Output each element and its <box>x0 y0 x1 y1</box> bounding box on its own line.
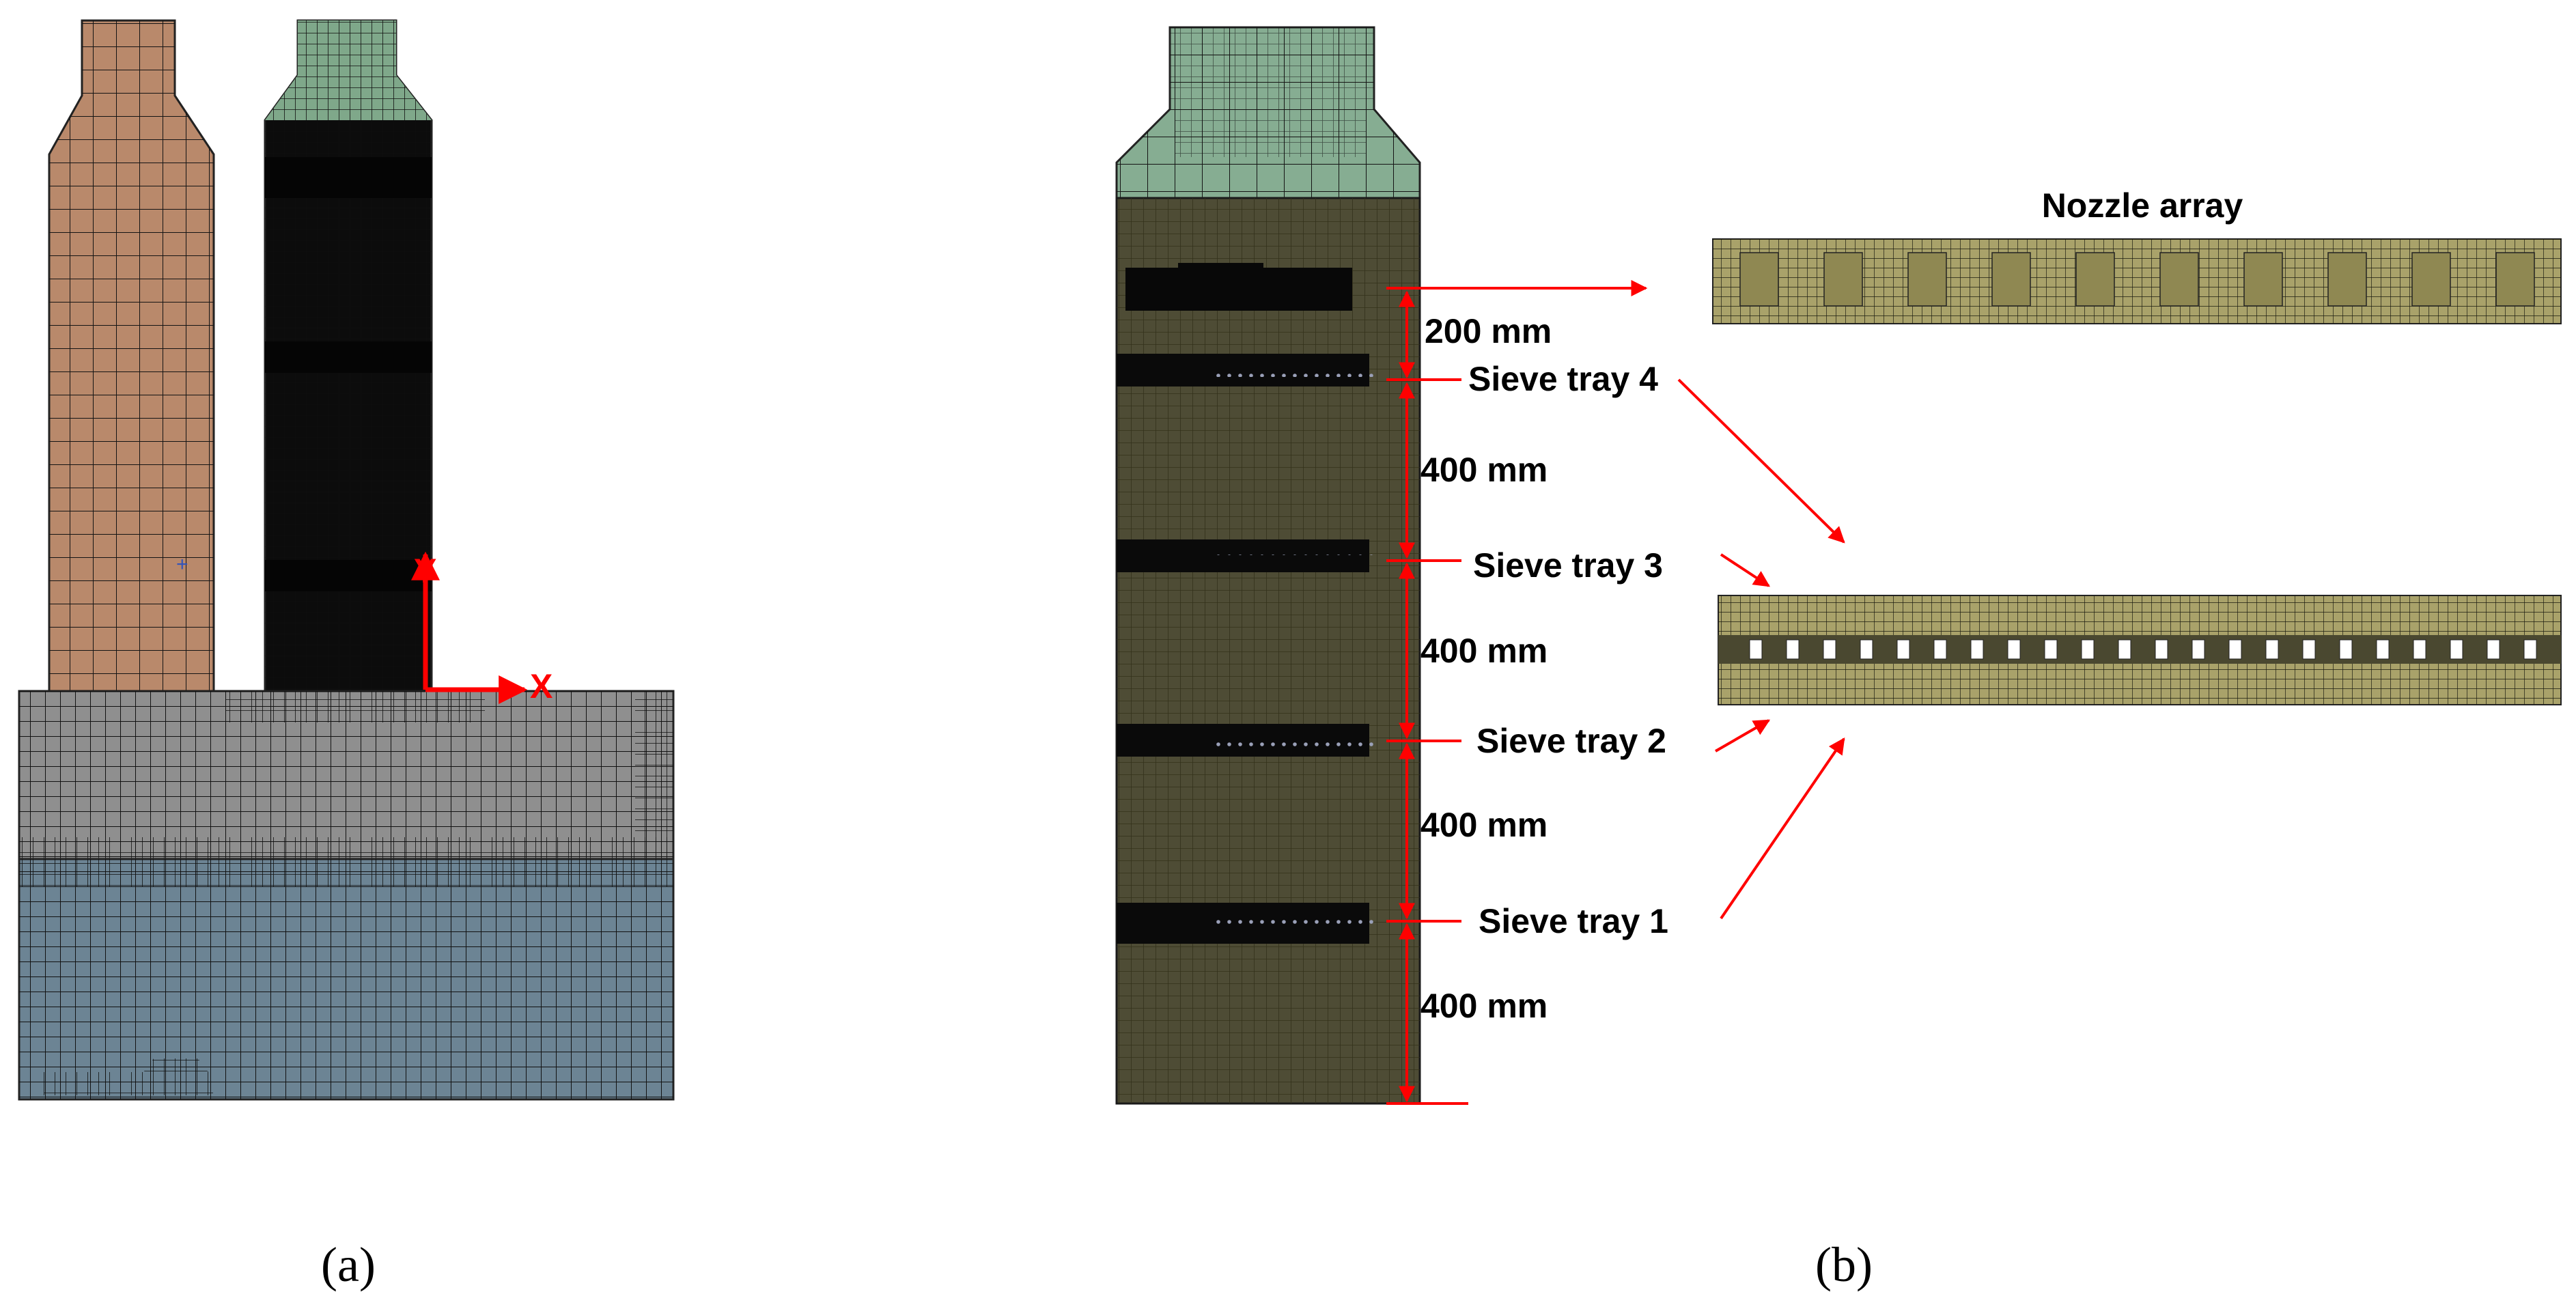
tray-label: Sieve tray 2 <box>1476 722 1666 760</box>
spacing-label: 400 mm <box>1420 987 1548 1025</box>
spacing-labels: 200 mm 400 mm 400 mm 400 mm 400 mm <box>1420 312 1552 1025</box>
sieve-hole <box>1970 639 1984 660</box>
tray-label: Sieve tray 3 <box>1473 546 1663 585</box>
spacing-label: 400 mm <box>1420 806 1548 844</box>
mesh-origin-marker: + <box>176 553 188 576</box>
nozzle-array-title: Nozzle array <box>2042 186 2243 225</box>
sieve-hole <box>1933 639 1947 660</box>
sieve-hole <box>2339 639 2353 660</box>
sieve-tray-detail <box>1718 595 2562 705</box>
sieve-hole <box>2044 639 2058 660</box>
dimension-lines <box>1386 280 1648 1105</box>
caption-b: (b) <box>1815 1237 1873 1292</box>
sieve-hole <box>2007 639 2021 660</box>
sieve-hole <box>2450 639 2463 660</box>
spacing-label: 400 mm <box>1420 632 1548 670</box>
upper-box <box>18 690 675 860</box>
sieve-hole <box>2228 639 2242 660</box>
tray-label: Sieve tray 1 <box>1479 902 1668 940</box>
sieve-hole <box>1786 639 1800 660</box>
right-column <box>264 19 433 692</box>
sieve-hole <box>2487 639 2500 660</box>
sieve-hole <box>2155 639 2168 660</box>
sieve-hole <box>2523 639 2537 660</box>
left-column: + <box>48 19 215 692</box>
sieve-hole <box>2081 639 2095 660</box>
axis-y-label: Y <box>414 552 436 590</box>
sieve-hole <box>2413 639 2426 660</box>
sieve-hole <box>2192 639 2205 660</box>
sieve-hole <box>1749 639 1763 660</box>
sieve-hole <box>2118 639 2131 660</box>
axis-x-label: X <box>530 667 552 705</box>
sieve-hole <box>1896 639 1910 660</box>
sieve-hole <box>1860 639 1873 660</box>
lower-box <box>18 858 675 1101</box>
sieve-hole <box>2302 639 2316 660</box>
panel-b-tower <box>1115 26 1421 1105</box>
coordinate-axes: Y X <box>411 551 552 705</box>
sieve-hole <box>2376 639 2390 660</box>
caption-a: (a) <box>321 1237 376 1292</box>
pointer-arrows <box>1677 378 1845 920</box>
sieve-hole <box>1823 639 1836 660</box>
nozzle-array-detail: Nozzle array <box>1712 186 2562 324</box>
spacing-label: 400 mm <box>1420 451 1548 489</box>
tray-labels: Sieve tray 4 Sieve tray 3 Sieve tray 2 S… <box>1468 360 1668 940</box>
spacing-label: 200 mm <box>1425 312 1552 350</box>
sieve-hole <box>2265 639 2279 660</box>
panel-a-mesh: + Y <box>18 19 675 1101</box>
tray-label: Sieve tray 4 <box>1468 360 1658 398</box>
